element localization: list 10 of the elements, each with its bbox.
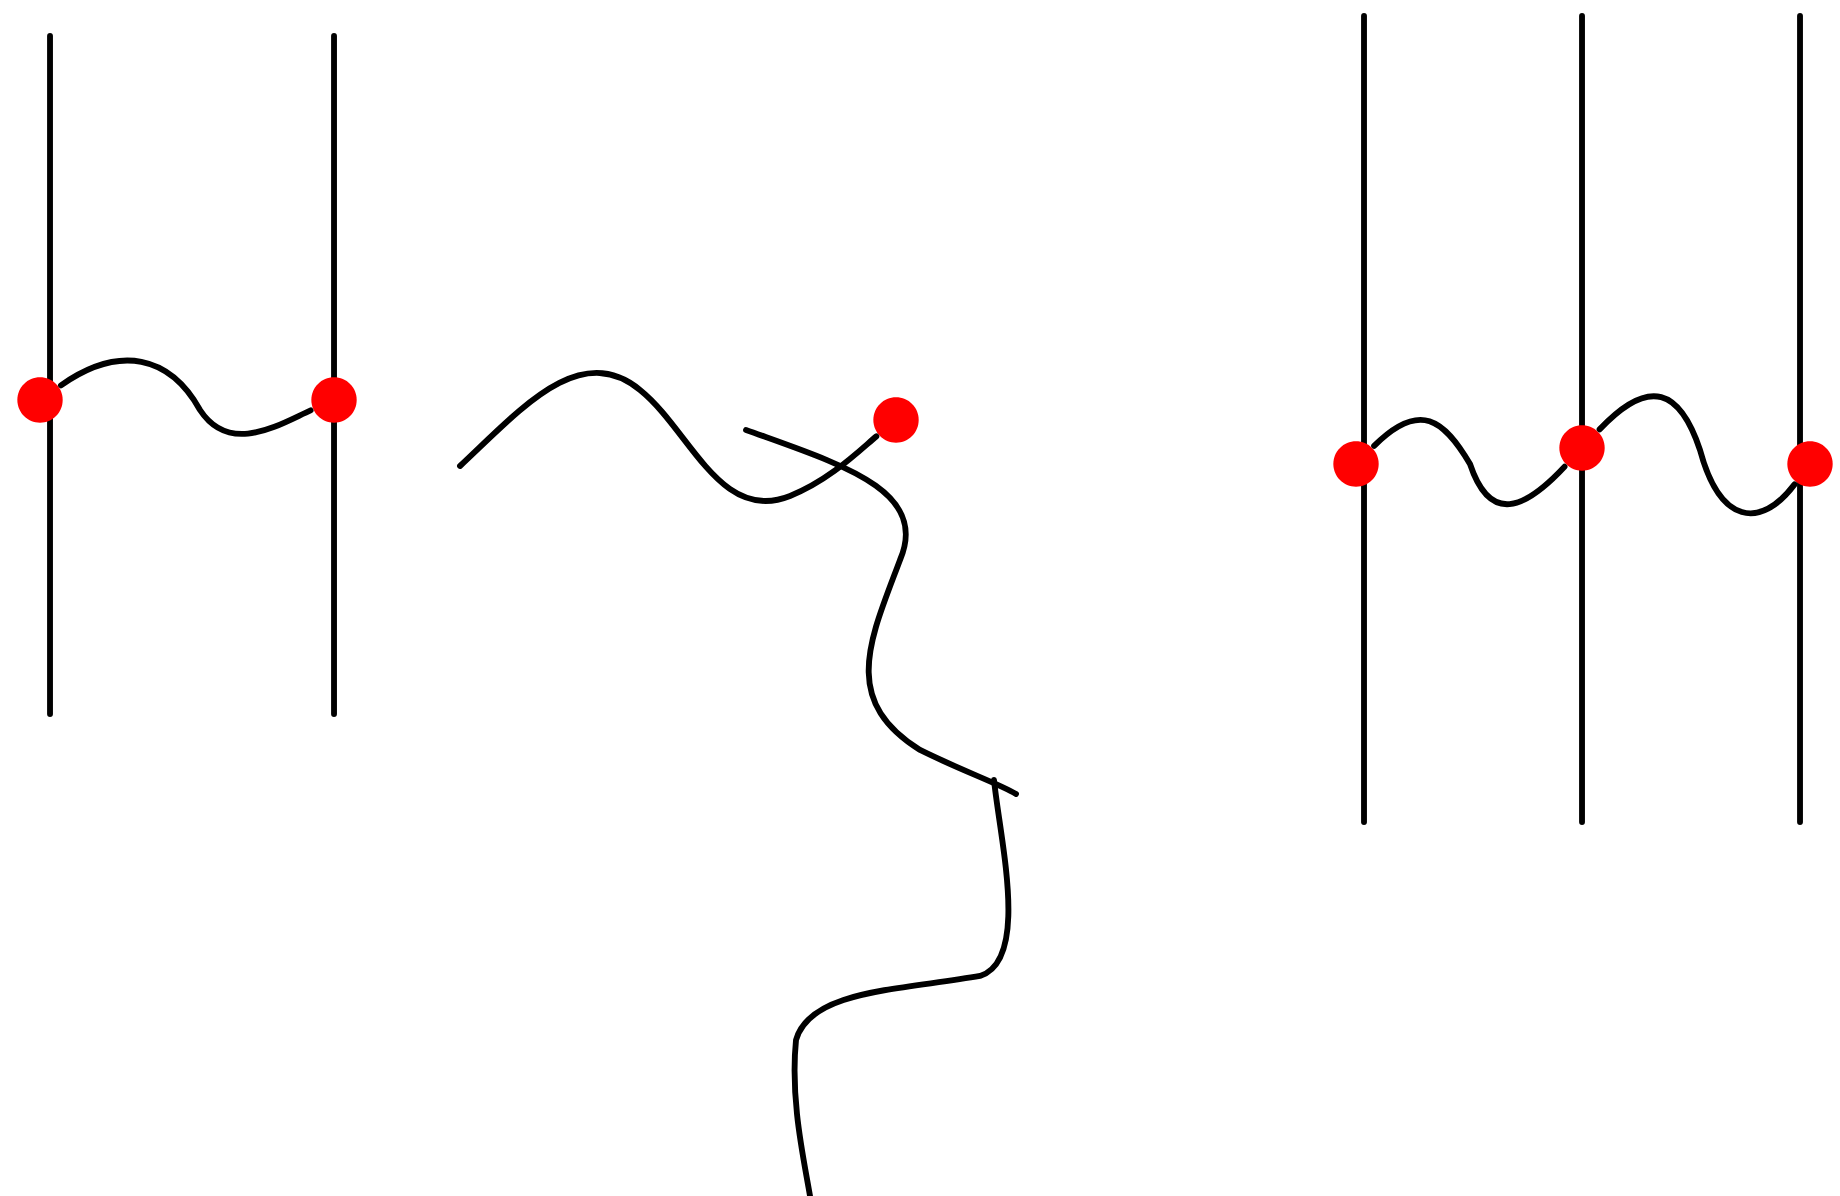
crosslink-dot [1559, 425, 1605, 471]
wavy-chain [58, 357, 314, 437]
crosslink-dot [17, 377, 63, 423]
crosslink-dot [1787, 441, 1833, 487]
wavy-chain [457, 369, 880, 504]
crosslink-dot [1333, 441, 1379, 487]
wavy-chain [1371, 416, 1568, 507]
crosslink-dot [873, 397, 919, 443]
crosslink-dot [311, 377, 357, 423]
wavy-chain [1596, 393, 1798, 517]
